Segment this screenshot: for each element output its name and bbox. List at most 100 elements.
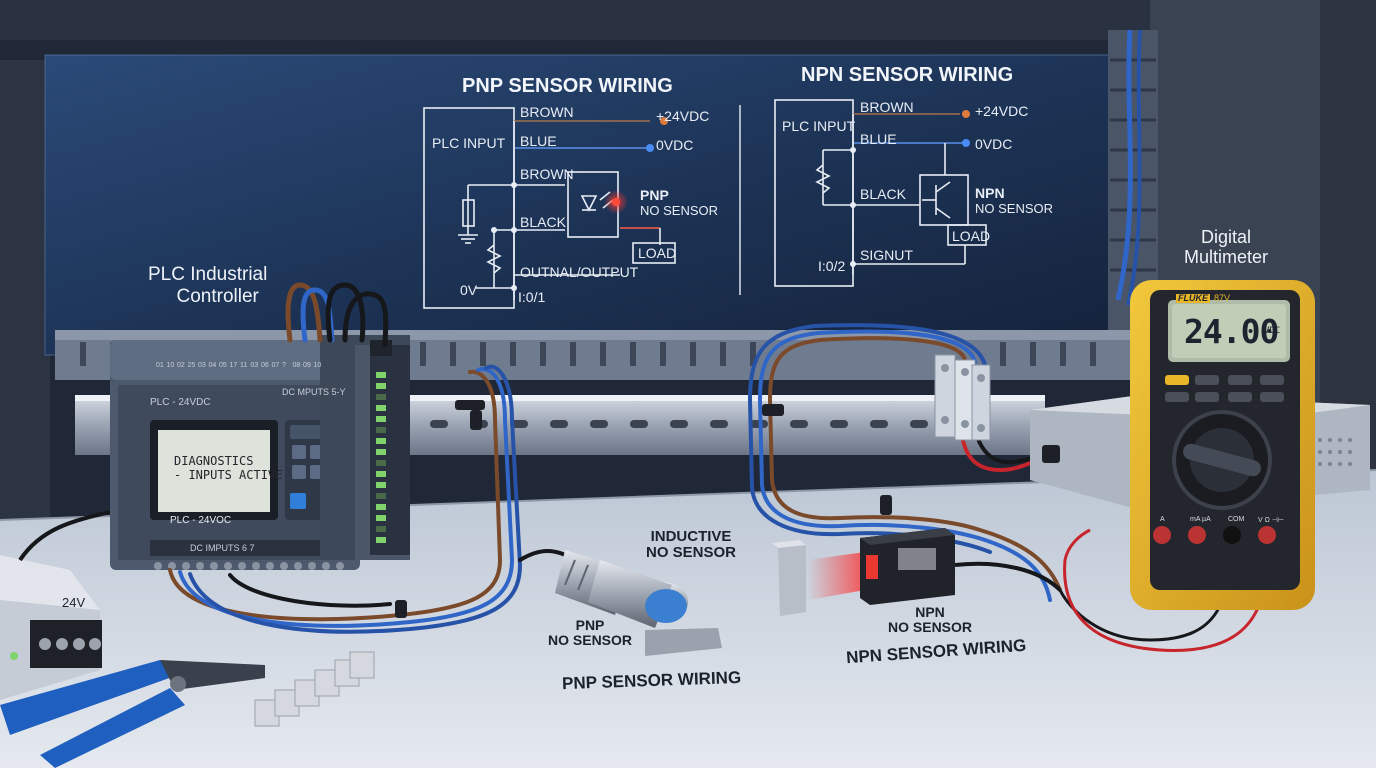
plc-terminal-number: 08: [292, 362, 301, 369]
terminal-blocks: [934, 354, 991, 441]
pnp-schematic-lines: [423, 107, 676, 309]
plc-terminal-number: 10: [313, 362, 322, 369]
plc-inputs-bottom: DC IMPUTS 6 7: [190, 543, 255, 553]
pnp-plc-input-label: PLC INPUT: [432, 135, 506, 151]
plc-terminal-screw: [322, 562, 330, 570]
plc-terminal-number: 03: [198, 362, 206, 369]
plc-display-line2: - INPUTS ACTIVE: [174, 467, 283, 482]
pnp-0vdc-label: 0VDC: [656, 137, 694, 153]
plc-terminal-number: ?: [282, 362, 286, 369]
pnp-load-label: LOAD: [638, 245, 677, 261]
npn-brown-label: BROWN: [860, 99, 914, 115]
multimeter-jack-label: V Ω ⊣⊢: [1258, 517, 1284, 524]
plc-model-top: PLC - 24VDC: [150, 397, 211, 408]
plc-status-led: [376, 504, 386, 510]
pnp-brown-mid-label: BROWN: [520, 166, 574, 182]
npn-no-sensor-label: NO SENSOR: [975, 201, 1054, 216]
multimeter-unit: VDC: [1264, 326, 1281, 336]
plc-status-led: [376, 537, 386, 543]
pnp-brown-label: BROWN: [520, 104, 574, 120]
npn-schematic-lines: [774, 99, 987, 287]
plc-status-led: [376, 383, 386, 389]
plc-caption-line2: Controller: [176, 286, 259, 307]
reflector-block: [772, 540, 806, 616]
multimeter-jack-label: COM: [1228, 516, 1245, 523]
plc-terminal-number: 01: [156, 362, 164, 369]
multimeter-jack-label: A: [1160, 516, 1165, 523]
plc-status-led: [376, 493, 386, 499]
pnp-address-label: I:0/1: [518, 289, 546, 305]
plc-terminal-screw: [154, 562, 162, 570]
plc-status-led: [376, 438, 386, 444]
plc-terminal-number: 06: [261, 362, 269, 369]
multimeter-caption: Digital Multimeter: [1184, 228, 1268, 266]
power-supply-24v: [0, 555, 102, 700]
multimeter-caption-line1: Digital: [1200, 227, 1252, 247]
npn-load-label: LOAD: [952, 228, 991, 244]
pnp-24v-label: +24VDC: [656, 108, 710, 124]
plc-display: DIAGNOSTICS - INPUTS ACTIVE: [174, 454, 283, 483]
plc-terminal-screw: [182, 562, 190, 570]
multimeter-brand: FLUKE: [1176, 293, 1210, 303]
npn-24v-label: +24VDC: [975, 103, 1029, 119]
plc-terminal-number: 09: [303, 362, 311, 369]
npn-address-label: I:0/2: [818, 258, 846, 274]
pnp-black-label: BLACK: [520, 214, 566, 230]
plc-terminal-screw: [336, 562, 344, 570]
pnp-type-label: PNP: [640, 187, 669, 203]
plc-status-led: [376, 515, 386, 521]
pnp-label-line2: NO SENSOR: [548, 631, 633, 648]
plc-status-led: [376, 394, 386, 400]
plc-status-led: [376, 405, 386, 411]
plc-terminal-screw: [238, 562, 246, 570]
npn-0vdc-label: 0VDC: [975, 136, 1013, 152]
sensor-beam: [808, 552, 865, 600]
multimeter-reading: 24.00: [1184, 312, 1279, 351]
pnp-sensor-label: PNP NO SENSOR: [548, 618, 632, 647]
pnp-label-line1: PNP: [575, 617, 605, 633]
inductive-sensor: [555, 550, 722, 656]
plc-display-line1: DIAGNOSTICS: [174, 454, 254, 468]
plc-status-led: [376, 427, 386, 433]
plc-terminal-number: 04: [208, 362, 217, 369]
pnp-0v-label: 0V: [460, 282, 478, 298]
plc-terminal-screw: [280, 562, 288, 570]
plc-inputs-top: DC MPUTS 5-Y: [282, 387, 346, 397]
pnp-schematic-title: PNP SENSOR WIRING: [462, 75, 673, 97]
plc-status-led: [376, 449, 386, 455]
digital-multimeter: [1130, 280, 1315, 610]
plc-terminal-screw: [196, 562, 204, 570]
terminal-strip: [254, 651, 375, 727]
npn-sensor-label: NPN NO SENSOR: [888, 605, 972, 634]
multimeter-model: 87V: [1214, 293, 1231, 303]
plc-terminal-number: 25: [187, 362, 196, 369]
inductive-sensor-label: INDUCTIVE NO SENSOR: [646, 529, 736, 561]
plc-model-bottom: PLC - 24VOC: [170, 515, 232, 526]
plc-terminal-screw: [266, 562, 274, 570]
plc-terminal-screw: [294, 562, 302, 570]
plc-terminal-screw: [252, 562, 260, 570]
npn-signal-label: SIGNUT: [860, 247, 913, 263]
npn-label-line1: NPN: [915, 604, 945, 620]
plc-terminal-screw: [224, 562, 232, 570]
plc-caption: PLC Industrial Controller: [148, 265, 267, 306]
inductive-label-line1: INDUCTIVE: [650, 528, 732, 545]
npn-black-label: BLACK: [860, 186, 906, 202]
plc-terminal-number: 05: [219, 362, 227, 369]
npn-blue-label: BLUE: [860, 131, 897, 147]
plc-status-led: [376, 416, 386, 422]
schematic-panel: [45, 55, 1135, 355]
pnp-output-label: OUTNAL/OUTPUT: [520, 264, 639, 280]
power-supply-label: 24V: [62, 595, 86, 610]
plc-terminal-screw: [308, 562, 316, 570]
plc-status-led: [376, 471, 386, 477]
plc-terminal-number: 07: [271, 362, 280, 369]
plc-terminal-number: 10: [166, 362, 175, 369]
pnp-no-sensor-label: NO SENSOR: [640, 203, 719, 218]
npn-type-label: NPN: [975, 185, 1005, 201]
plc-status-led: [376, 460, 386, 466]
plc-controller: [110, 335, 410, 570]
multimeter-caption-line2: Multimeter: [1184, 247, 1269, 267]
